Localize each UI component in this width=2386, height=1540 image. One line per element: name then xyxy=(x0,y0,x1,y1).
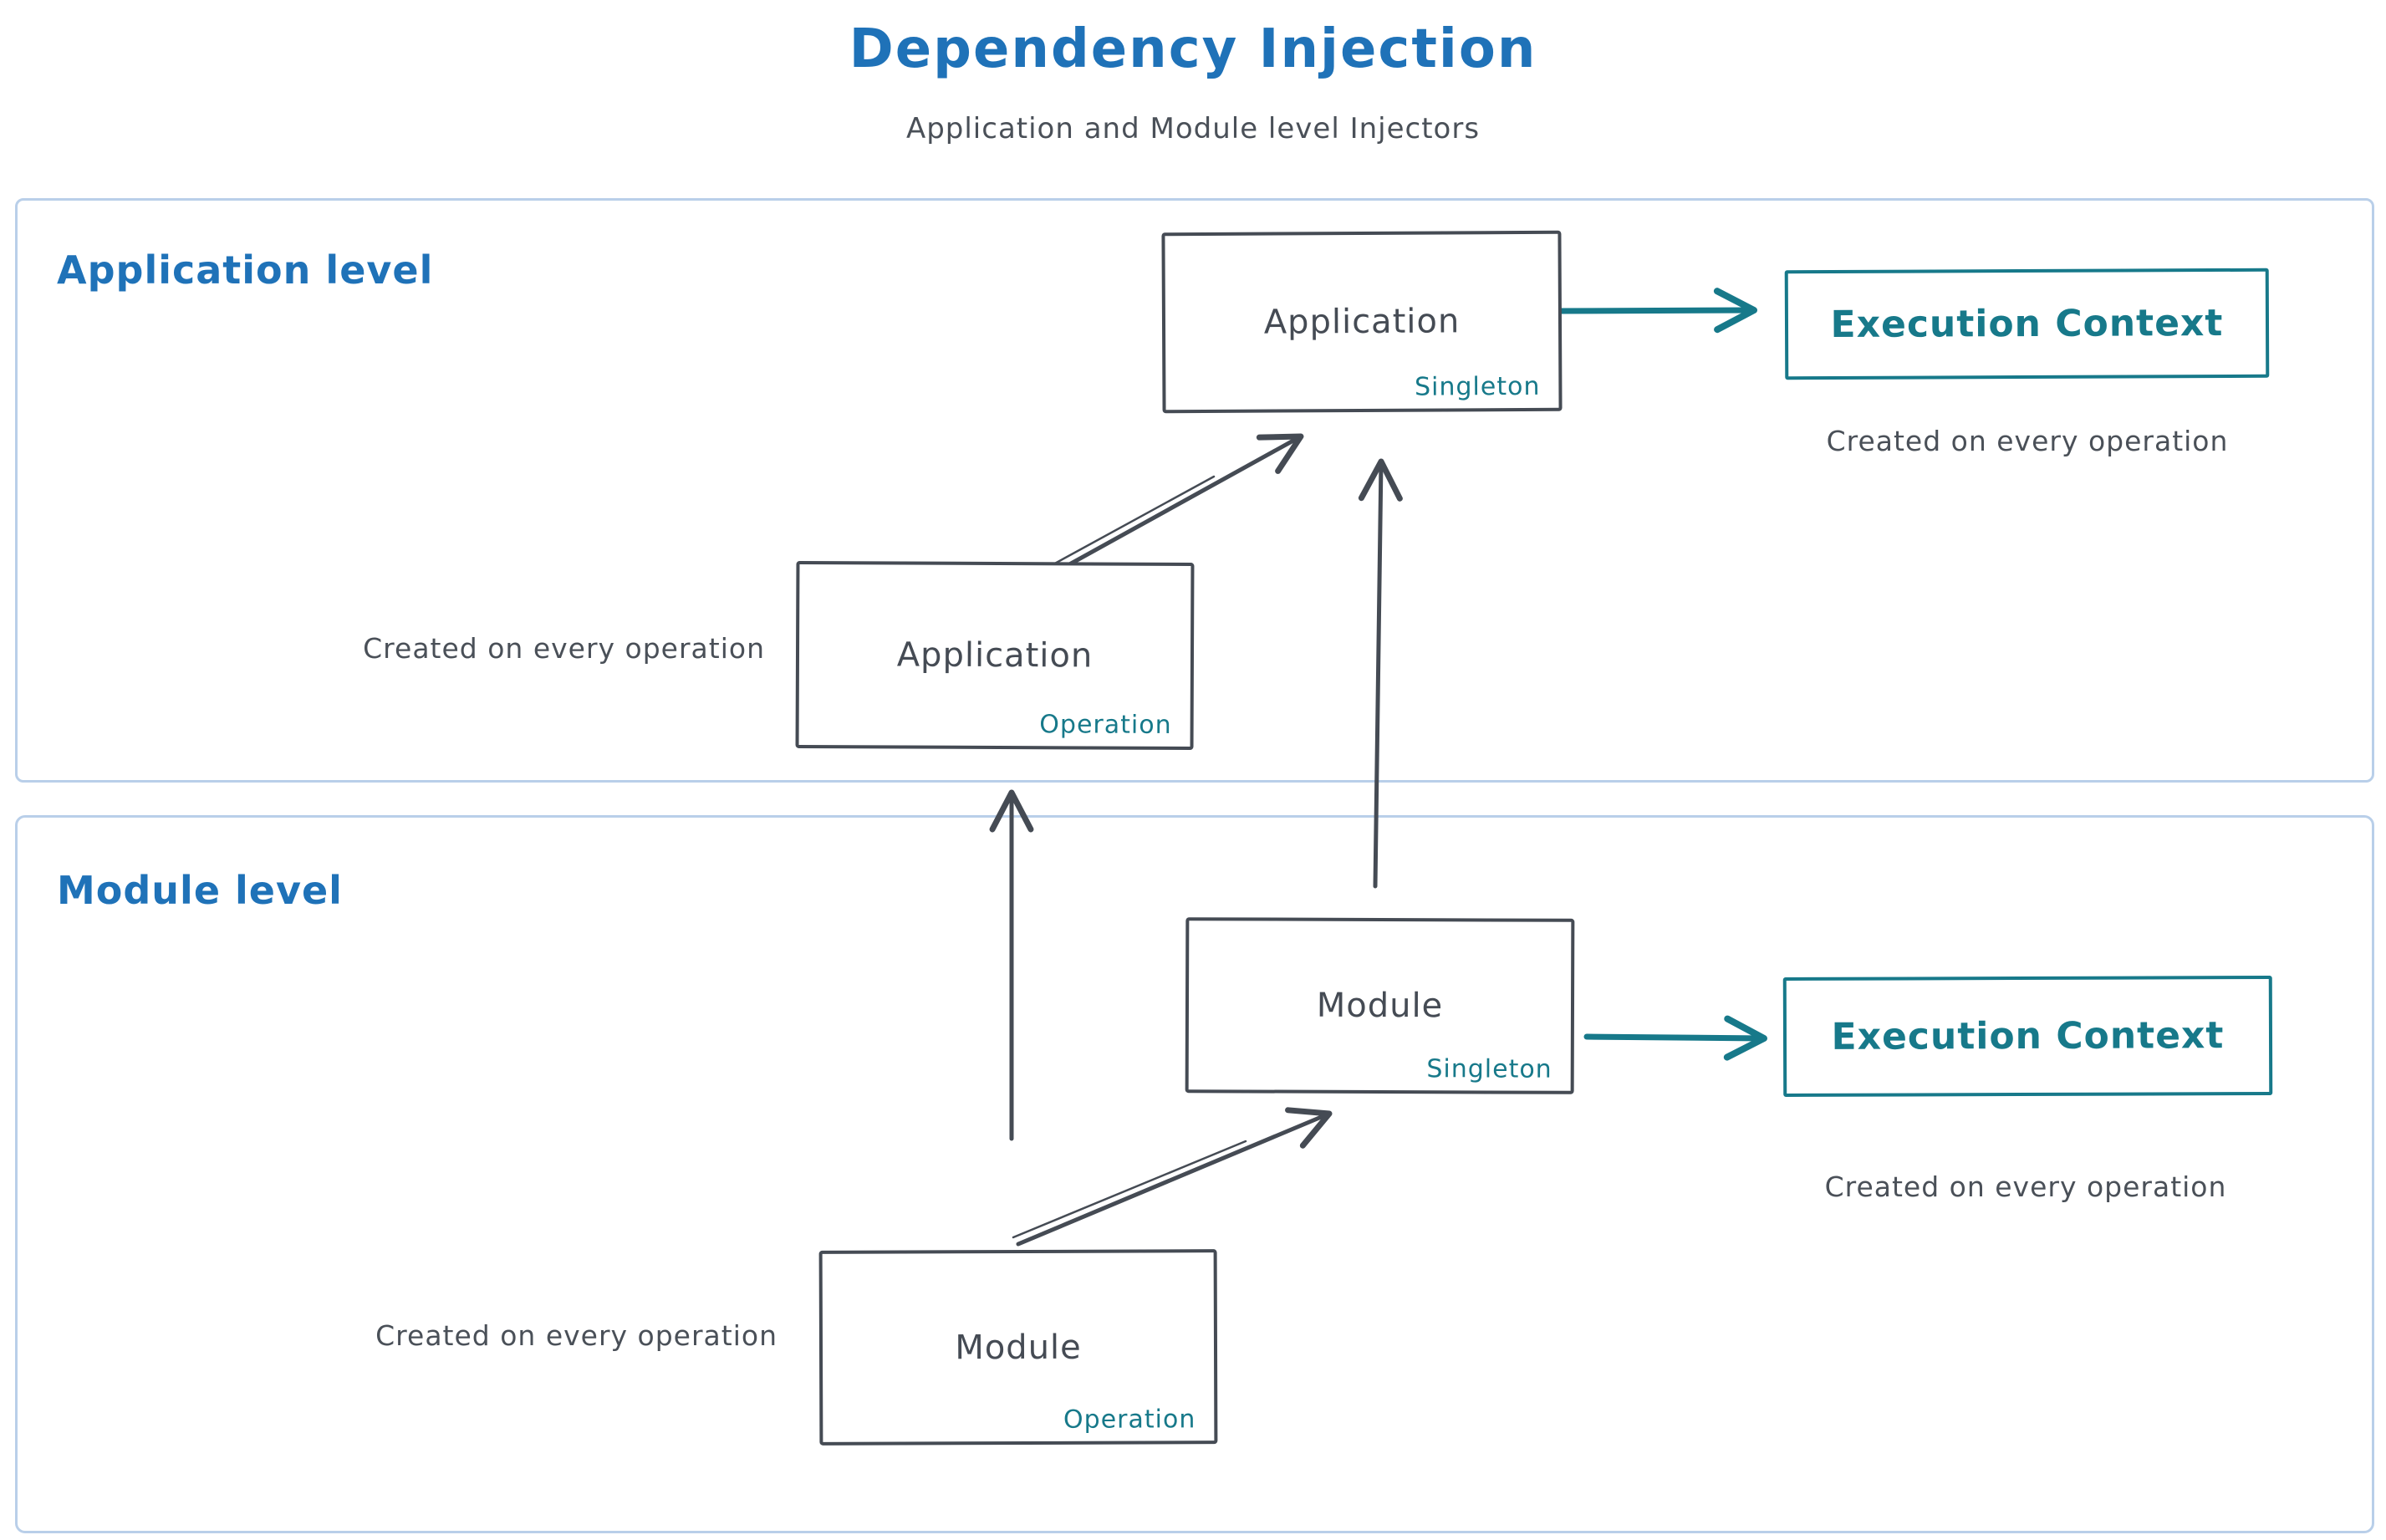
box-application-singleton-badge: Singleton xyxy=(1414,371,1541,402)
application-level-container xyxy=(15,198,2374,783)
label-module-level: Module level xyxy=(57,868,343,913)
box-execution-context-module-title: Execution Context xyxy=(1831,1014,2225,1058)
page-subtitle: Application and Module level Injectors xyxy=(905,112,1481,145)
box-module-singleton-badge: Singleton xyxy=(1426,1054,1552,1084)
note-execution-context-application: Created on every operation xyxy=(1826,425,2229,457)
box-application-operation-title: Application xyxy=(896,635,1094,676)
note-application-operation: Created on every operation xyxy=(363,632,765,665)
box-application-singleton-title: Application xyxy=(1263,302,1461,342)
box-application-operation-badge: Operation xyxy=(1039,710,1172,740)
box-execution-context-application: Execution Context xyxy=(1784,268,2270,380)
page-title: Dependency Injection xyxy=(849,18,1537,80)
box-module-operation-title: Module xyxy=(955,1328,1082,1367)
box-module-singleton-title: Module xyxy=(1316,986,1444,1026)
note-execution-context-module: Created on every operation xyxy=(1824,1170,2227,1203)
box-module-singleton: Module Singleton xyxy=(1185,917,1575,1094)
box-execution-context-module: Execution Context xyxy=(1782,975,2273,1098)
module-level-container xyxy=(15,815,2374,1533)
box-application-operation: Application Operation xyxy=(795,560,1195,751)
label-application-level: Application level xyxy=(57,247,434,293)
box-application-singleton: Application Singleton xyxy=(1161,230,1563,414)
box-module-operation-badge: Operation xyxy=(1063,1405,1196,1435)
box-module-operation: Module Operation xyxy=(818,1249,1218,1446)
box-execution-context-application-title: Execution Context xyxy=(1830,301,2224,347)
note-module-operation: Created on every operation xyxy=(375,1319,777,1352)
